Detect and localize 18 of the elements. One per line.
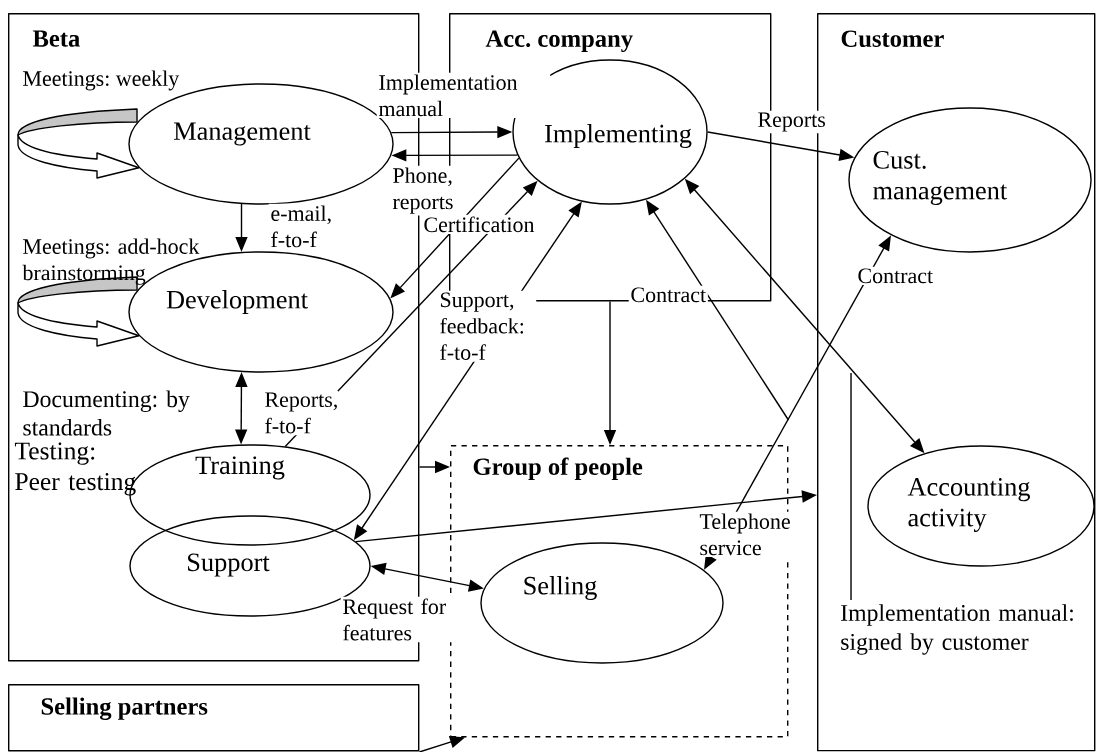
edge-label: Support, feedback: f-to-f	[437, 290, 537, 362]
edge-label: Meetings: add-hock brainstorming	[22, 238, 200, 285]
edge-label: e-mail, f-to-f	[268, 203, 345, 250]
edge-label: Contract	[628, 285, 708, 304]
loop-arrow	[17, 276, 140, 347]
edge-label: Telephone service	[697, 511, 790, 558]
leader-line	[850, 372, 852, 601]
note-text: Implementation manual: signed by customer	[841, 604, 1073, 655]
edge-label: Reports, f-to-f	[262, 390, 339, 436]
edge-label: Reports	[755, 110, 828, 134]
edge-label: Certification	[421, 214, 537, 234]
edge-label: Request for features	[340, 596, 465, 643]
note-text: Documenting: by standards	[23, 390, 190, 436]
edge-label: Implementation manual	[376, 72, 551, 119]
edge-label: Contract	[855, 266, 935, 285]
edge-label: Phone, reports	[390, 165, 465, 216]
loop-arrow	[17, 108, 140, 179]
group-box: Selling partners	[8, 684, 420, 752]
